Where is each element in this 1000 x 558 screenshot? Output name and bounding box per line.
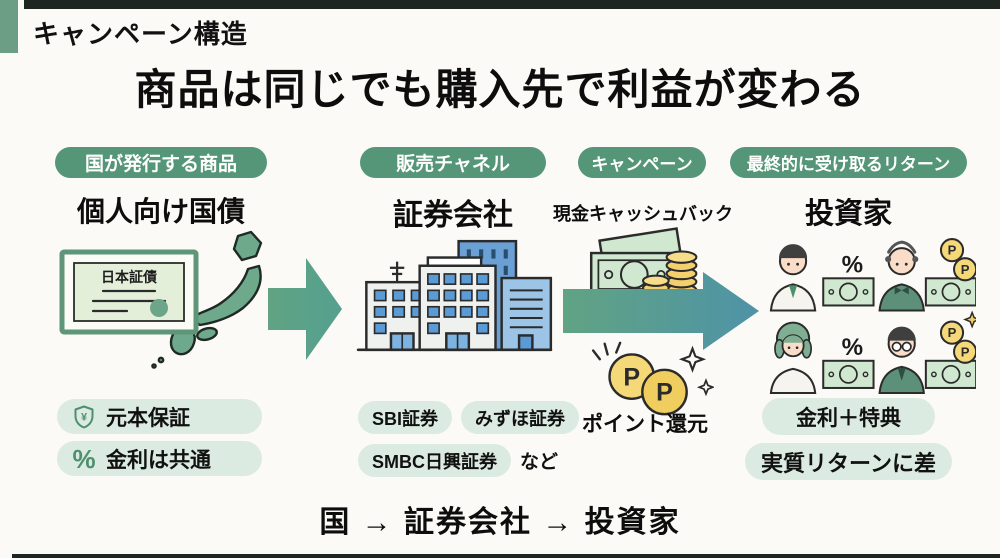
yen-shield-icon: ¥ [71, 405, 97, 429]
top-accent-bar [24, 0, 1000, 9]
broker-list: SBI証券 みずほ証券 SMBC日興証券 など [358, 401, 588, 487]
slide-kicker: キャンペーン構造 [33, 19, 248, 49]
sparkle-icon [963, 310, 976, 329]
pill-return: 最終的に受け取るリターン [730, 147, 967, 178]
broker-etc-label: など [520, 452, 559, 473]
sparkle-icon [678, 345, 707, 373]
pill-channel: 販売チャネル [360, 147, 546, 178]
flow-arrow-campaign-to-investor [563, 272, 759, 350]
benefit-badge-rate: % 金利は共通 [57, 441, 262, 476]
bottom-accent-bar [12, 554, 1000, 558]
office-buildings-illustration [356, 239, 553, 352]
investor-figure [878, 238, 976, 312]
benefit-label: 元本保証 [106, 406, 190, 430]
bond-certificate-icon: 日本証債 [59, 249, 199, 335]
benefit-label: 金利は共通 [106, 448, 211, 472]
flow-summary: 国 → 証券会社 → 投資家 [319, 506, 681, 539]
sparkle-icon [696, 378, 714, 397]
broker-badge: SBI証券 [358, 401, 453, 434]
pill-product: 国が発行する商品 [55, 147, 267, 178]
point-letter: P [623, 363, 640, 391]
heading-campaign: 現金キャッシュバック [553, 204, 733, 224]
product-benefits: ¥ 元本保証 % 金利は共通 [57, 399, 262, 476]
investor-figure [878, 310, 976, 394]
broker-badge: SMBC日興証券 [358, 444, 511, 477]
benefit-badge-principal: ¥ 元本保証 [57, 399, 262, 434]
heading-return: 投資家 [804, 198, 892, 230]
heading-channel: 証券会社 [393, 199, 513, 232]
svg-text:¥: ¥ [81, 411, 88, 423]
percent-icon: % [72, 443, 96, 474]
svg-text:%: % [842, 334, 863, 361]
corner-accent-block [0, 0, 18, 53]
investor-figure: % [769, 321, 875, 394]
broker-badge: みずほ証券 [461, 401, 580, 434]
svg-text:%: % [842, 251, 863, 278]
points-caption: ポイント還元 [582, 413, 708, 436]
certificate-seal [150, 299, 168, 317]
investors-illustration: P % [769, 238, 976, 394]
point-letter: P [656, 379, 673, 407]
heading-product: 個人向け国債 [76, 196, 245, 227]
return-badge: 金利＋特典 [762, 398, 935, 435]
investor-figure: % [769, 244, 875, 312]
point-coins-illustration: P P [591, 341, 714, 416]
bond-certificate-japan-map-illustration: 日本証債 [59, 230, 263, 369]
certificate-title-text: 日本証債 [101, 269, 157, 285]
return-benefits: 金利＋特典 実質リターンに差 [730, 398, 967, 480]
pill-campaign: キャンペーン [578, 147, 706, 178]
flow-arrow-product-to-channel [268, 258, 342, 360]
return-badge: 実質リターンに差 [745, 443, 952, 480]
slide-title: 商品は同じでも購入先で利益が変わる [134, 66, 866, 113]
